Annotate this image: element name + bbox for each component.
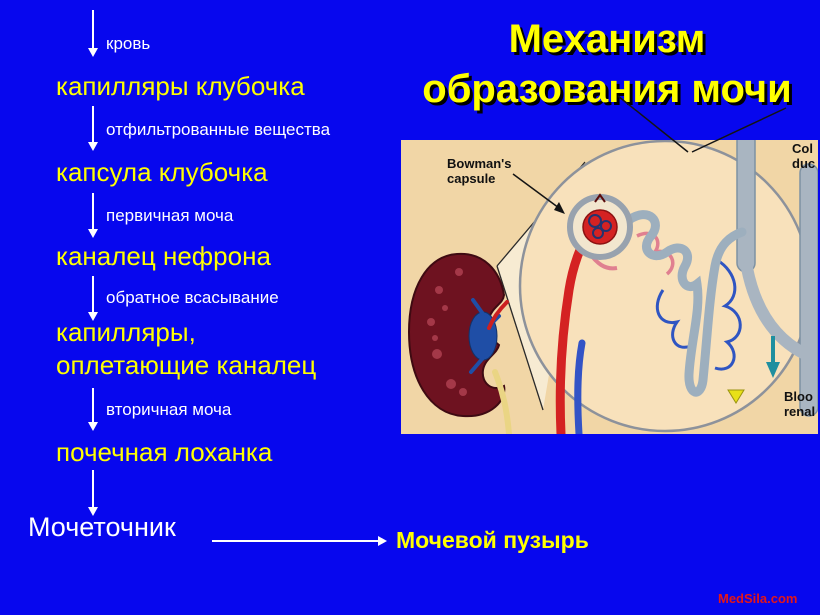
ureter-tube [492, 369, 512, 434]
title-line-2: образования мочи [422, 67, 792, 111]
marker-triangle-yellow [727, 389, 745, 404]
nephron-figure: Bowman's capsule Col duc Bloo renal [401, 140, 818, 434]
down-arrow-primary-urine [92, 193, 94, 229]
bowmans-capsule-label-line2: capsule [447, 171, 496, 186]
flow-arrow-teal [766, 336, 780, 378]
flow-stage-glomerular-capsule: капсула клубочка [56, 157, 268, 187]
renal-vein [574, 339, 586, 434]
watermark: MedSila.com [718, 591, 798, 606]
flow-bladder: Мочевой пузырь [396, 527, 589, 553]
peritubular-line-2: оплетающие каналец [56, 350, 317, 380]
flow-stage-nephron-tubule: каналец нефрона [56, 241, 271, 271]
down-arrow-blood [92, 10, 94, 48]
collecting-duct-label-line2: duc [792, 156, 816, 171]
flow-label-blood: кровь [106, 34, 151, 53]
renal-tubule [624, 210, 747, 397]
peritubular-line-1: капилляры, [56, 317, 196, 347]
bowmans-capsule-label: Bowman's capsule [447, 156, 512, 186]
down-arrow-reabsorption [92, 276, 94, 312]
down-arrow-ureter [92, 470, 94, 507]
blood-vessel-label-line1: Bloo [784, 389, 813, 404]
bowmans-label-arrow [512, 173, 565, 214]
right-arrow-bladder [212, 540, 378, 542]
slide-title: Механизм образования мочи [400, 14, 814, 114]
flow-stage-glomerular-capillaries: капилляры клубочка [56, 71, 305, 101]
flow-label-secondary-urine: вторичная моча [106, 400, 232, 419]
flow-label-primary-urine: первичная моча [106, 206, 234, 225]
title-line-1: Механизм [508, 17, 706, 61]
collecting-duct-label: Col duc [792, 141, 815, 171]
flow-stage-peritubular-capillaries: капилляры, оплетающие каналец [56, 316, 316, 382]
down-arrow-filtered [92, 106, 94, 142]
flow-label-filtered-substances: отфильтрованные вещества [106, 120, 331, 139]
collecting-duct [736, 140, 818, 417]
down-arrow-secondary-urine [92, 388, 94, 422]
flow-stage-renal-pelvis: почечная лоханка [56, 437, 273, 467]
flow-label-reabsorption: обратное всасывание [106, 288, 279, 307]
flow-ureter: Мочеточник [28, 512, 176, 542]
glomerulus [582, 193, 618, 245]
blood-vessel-label-line2: renal [784, 404, 816, 419]
collecting-duct-label-line1: Col [792, 141, 813, 156]
kidney-illustration [407, 252, 512, 434]
blood-vessel-label: Bloo renal [784, 389, 815, 419]
bowmans-capsule-label-line1: Bowman's [447, 156, 512, 171]
